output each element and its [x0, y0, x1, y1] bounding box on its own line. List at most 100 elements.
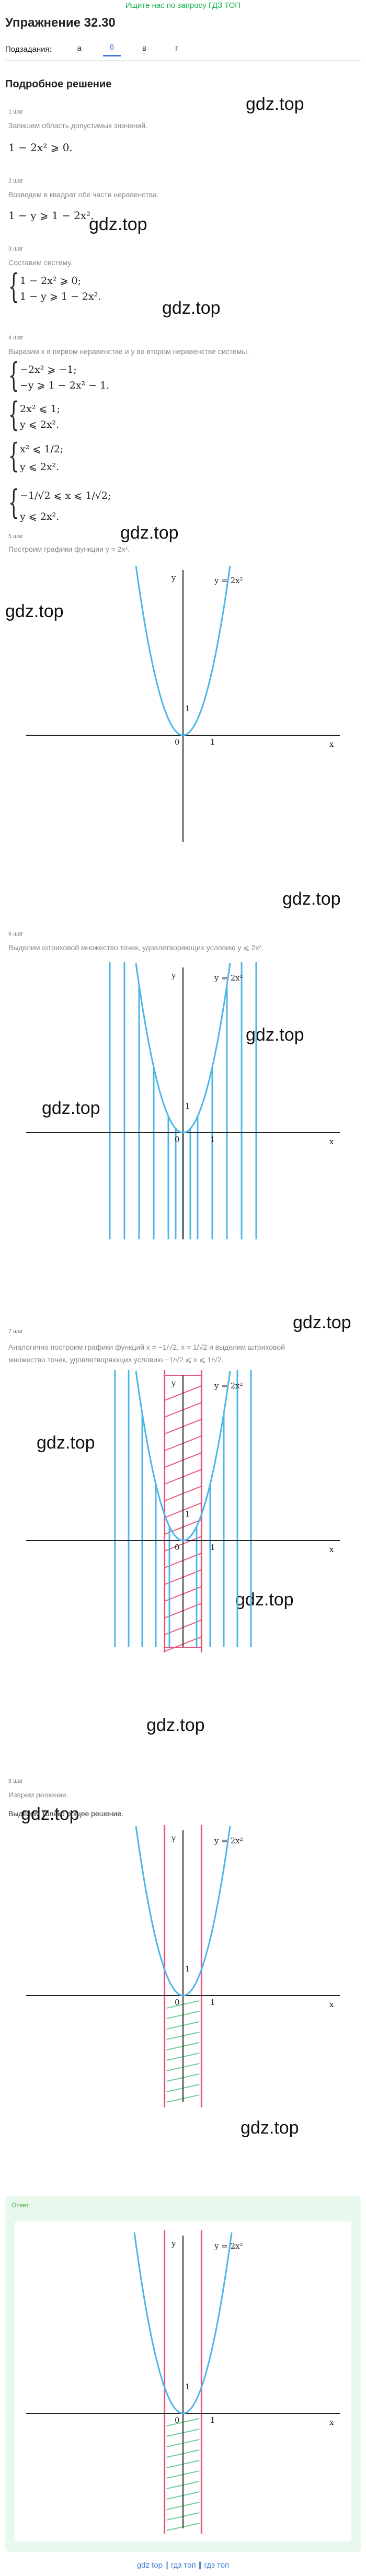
watermark: gdz.top: [293, 1313, 351, 1332]
step-label: 2 шаг: [8, 178, 24, 184]
step-label: 6 шаг: [8, 931, 24, 937]
watermark: gdz.top: [146, 1715, 205, 1735]
section-heading: Подробное решение: [5, 78, 112, 90]
step-hint: Выразим x в первом неравенстве и y во вт…: [8, 347, 249, 356]
system-line: 1 − y ⩾ 1 − 2x².: [20, 291, 101, 302]
system-line: y ⩽ 2x².: [20, 511, 60, 522]
brace: {: [8, 356, 19, 395]
x-axis-label: x: [329, 739, 334, 749]
divider: [5, 60, 361, 61]
curve-label: y = 2x²: [214, 973, 243, 983]
origin-label: 0: [175, 2415, 180, 2425]
tick-label: 1: [185, 1964, 190, 1974]
tick-label: 1: [210, 1543, 215, 1552]
watermark: gdz.top: [37, 1433, 95, 1453]
tick-label: 1: [185, 1101, 190, 1111]
system-line: x² ⩽ 1/2;: [20, 443, 64, 455]
watermark: gdz.top: [241, 2118, 299, 2138]
step-hint: множество точек, удовлетворяющих условию…: [8, 1355, 224, 1364]
step-math: 1 − 2x² ⩾ 0.: [8, 141, 73, 154]
step-label: 8 шаг: [8, 1778, 24, 1784]
system-line: −y ⩾ 1 − 2x² − 1.: [20, 380, 110, 391]
brace: {: [8, 483, 19, 522]
step-label: 7 шаг: [8, 1328, 24, 1335]
tick-label: 1: [185, 2382, 190, 2391]
watermark: gdz.top: [42, 1098, 100, 1118]
parabola: [135, 1371, 231, 1542]
system-line: y ⩽ 2x².: [20, 419, 60, 430]
system-4a: { −2x² ⩾ −1; −y ⩾ 1 − 2x² − 1.: [8, 356, 165, 397]
answer-label: Ответ: [12, 2202, 29, 2209]
origin-label: 0: [175, 737, 180, 747]
system-4b: { 2x² ⩽ 1; y ⩽ 2x².: [8, 395, 165, 437]
parabola: [135, 963, 231, 1134]
step-hint: Изврем решение.: [8, 1791, 68, 1799]
x-axis-label: x: [329, 1137, 334, 1146]
parabola: [135, 1826, 231, 1997]
y-axis-label: y: [171, 573, 176, 583]
watermark: gdz.top: [282, 889, 341, 909]
tick-label: 1: [210, 1998, 215, 2007]
brace: {: [8, 437, 19, 475]
page-title: Упражнение 32.30: [5, 16, 116, 30]
system-line: −2x² ⩾ −1;: [20, 364, 77, 375]
watermark: gdz.top: [89, 214, 147, 234]
y-axis-label: y: [171, 971, 176, 980]
tick-label: 1: [210, 737, 215, 747]
system-4c: { x² ⩽ 1/2; y ⩽ 2x².: [8, 439, 165, 481]
graph-step7: y = 2x² y x 0 1 1: [16, 1365, 350, 1658]
step-hint: Аналогично построим графики функций x = …: [8, 1343, 285, 1351]
footer-link[interactable]: gdz top ∥ гдз топ ∥ гдз топ: [136, 2561, 230, 2570]
y-axis-label: y: [171, 1378, 176, 1388]
subtask-tabs: Подзадания: а б в г: [5, 42, 186, 56]
tick-label: 1: [185, 1509, 190, 1519]
step-label: 4 шаг: [8, 335, 24, 341]
brace: {: [8, 395, 19, 434]
watermark: gdz.top: [120, 523, 179, 543]
watermark: gdz.top: [235, 1590, 294, 1610]
graph-svg: y = 2x² y x 0 1 1: [26, 1825, 340, 2107]
graph-svg: y = 2x² y x 0 1 1: [26, 1370, 340, 1652]
parabola: [135, 565, 231, 736]
tab-b[interactable]: б: [102, 42, 121, 56]
system-4d: { −1/√2 ⩽ x ⩽ 1/√2; y ⩽ 2x².: [8, 484, 176, 531]
graph-step8: y = 2x² y x 0 1 1: [16, 1820, 350, 2113]
y-axis-label: y: [171, 2239, 176, 2248]
tab-g[interactable]: г: [175, 43, 178, 53]
system-3: { 1 − 2x² ⩾ 0; 1 − y ⩾ 1 − 2x².: [8, 267, 165, 309]
curve-label: y = 2x²: [214, 2241, 243, 2251]
tick-label: 1: [185, 704, 190, 713]
tab-a[interactable]: а: [77, 43, 82, 53]
parabola: [133, 2232, 233, 2414]
x-axis-label: x: [329, 1545, 334, 1554]
step-hint: Выделим только общее решение.: [8, 1809, 123, 1818]
step-hint: Построим графики функции y = 2x².: [8, 545, 130, 553]
search-banner[interactable]: Ищите нас по запросу ГДЗ ТОП: [125, 1, 241, 10]
step-hint: Составим систему.: [8, 258, 73, 267]
tab-v[interactable]: в: [142, 43, 146, 53]
step-label: 1 шаг: [8, 109, 24, 115]
curve-label: y = 2x²: [214, 1836, 243, 1845]
watermark: gdz.top: [162, 298, 221, 318]
y-axis-label: y: [171, 1833, 176, 1843]
watermark: gdz.top: [21, 1804, 79, 1824]
curve-label: y = 2x²: [214, 1381, 243, 1390]
subtasks-label: Подзадания:: [5, 44, 52, 54]
system-line: 2x² ⩽ 1;: [20, 403, 60, 415]
origin-label: 0: [175, 1998, 180, 2007]
step-math: 1 − y ⩾ 1 − 2x².: [8, 209, 94, 222]
step-label: 3 шаг: [8, 246, 24, 252]
origin-label: 0: [175, 1543, 180, 1552]
tick-label: 1: [210, 1135, 215, 1144]
watermark: gdz.top: [246, 94, 304, 114]
watermark: gdz.top: [5, 601, 64, 621]
system-line: 1 − 2x² ⩾ 0;: [20, 275, 81, 287]
brace: {: [8, 267, 19, 306]
x-axis-label: x: [329, 2000, 334, 2009]
